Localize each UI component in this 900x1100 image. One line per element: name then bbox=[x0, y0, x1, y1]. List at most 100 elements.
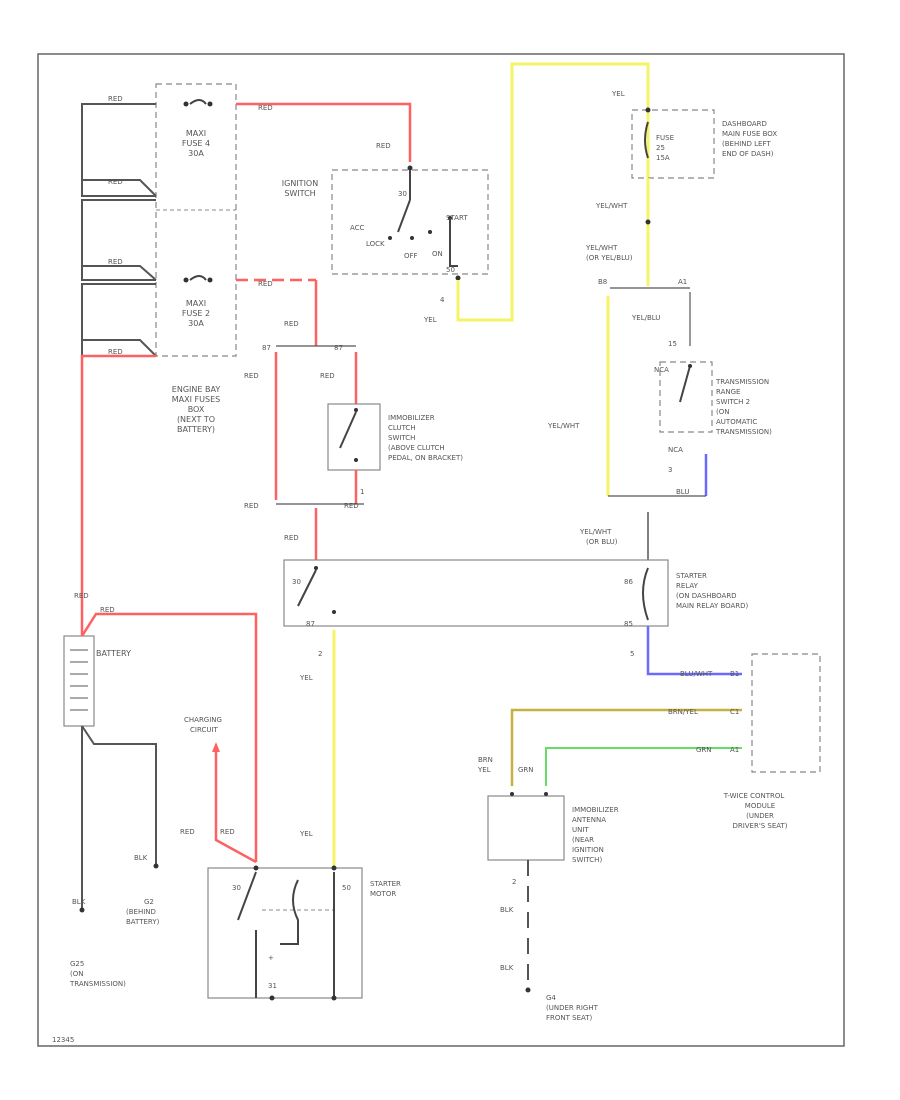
ignition-switch: IGNITION SWITCH 30 ACC LOCK OFF ON START… bbox=[282, 165, 489, 304]
svg-text:B8: B8 bbox=[598, 278, 607, 286]
svg-text:DRIVER'S SEAT): DRIVER'S SEAT) bbox=[732, 822, 787, 830]
tcm-box: T-WICE CONTROL MODULE (UNDER DRIVER'S SE… bbox=[723, 653, 821, 830]
svg-text:ACC: ACC bbox=[350, 224, 365, 232]
wire-blu-relay-tcm bbox=[646, 626, 742, 676]
svg-text:PEDAL, ON BRACKET): PEDAL, ON BRACKET) bbox=[388, 454, 463, 462]
svg-text:(UNDER RIGHT: (UNDER RIGHT bbox=[546, 1004, 599, 1012]
svg-text:(ON: (ON bbox=[70, 970, 83, 978]
transmission-range-switch: YEL/BLU 15 NCA TRANSMISSION RANGE SWITCH… bbox=[631, 292, 772, 474]
svg-text:30A: 30A bbox=[188, 149, 204, 158]
svg-text:MODULE: MODULE bbox=[745, 802, 775, 810]
svg-text:RED: RED bbox=[220, 828, 235, 836]
svg-text:DASHBOARD: DASHBOARD bbox=[722, 120, 767, 128]
footer-code: 12345 bbox=[52, 1036, 74, 1044]
svg-text:TRANSMISSION: TRANSMISSION bbox=[715, 378, 769, 386]
svg-text:SWITCH: SWITCH bbox=[284, 189, 315, 198]
starter-relay: 30 87 86 85 STARTER RELAY (ON DASHBOARD … bbox=[283, 559, 749, 628]
svg-text:IMMOBILIZER: IMMOBILIZER bbox=[572, 806, 619, 814]
wire-brn-antenna bbox=[510, 708, 742, 786]
svg-text:YEL/WHT: YEL/WHT bbox=[547, 422, 580, 430]
svg-text:+: + bbox=[268, 954, 274, 962]
svg-text:FUSE 4: FUSE 4 bbox=[182, 139, 210, 148]
svg-text:30A: 30A bbox=[188, 319, 204, 328]
svg-text:2: 2 bbox=[318, 650, 322, 658]
svg-text:UNIT: UNIT bbox=[572, 826, 589, 834]
svg-text:BRN/YEL: BRN/YEL bbox=[668, 708, 698, 716]
svg-text:30: 30 bbox=[232, 884, 241, 892]
svg-text:A1: A1 bbox=[730, 746, 739, 754]
svg-text:ON: ON bbox=[432, 250, 443, 258]
svg-text:SWITCH: SWITCH bbox=[388, 434, 415, 442]
svg-text:BATTERY): BATTERY) bbox=[177, 425, 215, 434]
svg-text:RED: RED bbox=[108, 348, 123, 356]
svg-text:BLK: BLK bbox=[500, 964, 514, 972]
svg-text:BATTERY: BATTERY bbox=[96, 649, 131, 658]
svg-text:3: 3 bbox=[668, 466, 672, 474]
svg-text:RED: RED bbox=[258, 104, 273, 112]
svg-text:IMMOBILIZER: IMMOBILIZER bbox=[388, 414, 435, 422]
svg-text:(OR BLU): (OR BLU) bbox=[586, 538, 618, 546]
svg-text:(UNDER: (UNDER bbox=[746, 812, 774, 820]
svg-text:15A: 15A bbox=[656, 154, 670, 162]
svg-text:BLU/WHT: BLU/WHT bbox=[680, 670, 713, 678]
svg-text:(OR YEL/BLU): (OR YEL/BLU) bbox=[586, 254, 633, 262]
immobilizer-antenna-unit: IMMOBILIZER ANTENNA UNIT (NEAR IGNITION … bbox=[487, 792, 619, 864]
svg-text:RED: RED bbox=[344, 502, 359, 510]
svg-text:(ABOVE CLUTCH: (ABOVE CLUTCH bbox=[388, 444, 445, 452]
svg-text:MAIN FUSE BOX: MAIN FUSE BOX bbox=[722, 130, 777, 138]
svg-text:MAXI: MAXI bbox=[186, 129, 206, 138]
wire-yel-ignition-fuse bbox=[456, 62, 650, 322]
svg-text:BRN: BRN bbox=[478, 756, 493, 764]
svg-text:87: 87 bbox=[306, 620, 315, 628]
svg-text:(ON DASHBOARD: (ON DASHBOARD bbox=[676, 592, 737, 600]
charging-circuit: CHARGING CIRCUIT RED RED bbox=[180, 716, 257, 864]
svg-text:BLK: BLK bbox=[72, 898, 86, 906]
svg-text:RED: RED bbox=[108, 258, 123, 266]
svg-text:BOX: BOX bbox=[188, 405, 205, 414]
svg-text:YEL: YEL bbox=[299, 830, 313, 838]
svg-text:GRN: GRN bbox=[696, 746, 712, 754]
svg-text:BLK: BLK bbox=[134, 854, 148, 862]
svg-text:YEL/BLU: YEL/BLU bbox=[631, 314, 660, 322]
svg-text:FUSE 2: FUSE 2 bbox=[182, 309, 210, 318]
svg-text:RED: RED bbox=[180, 828, 195, 836]
svg-text:CHARGING: CHARGING bbox=[184, 716, 222, 724]
wire-red-fuse4-ignition bbox=[236, 102, 412, 162]
svg-text:30: 30 bbox=[292, 578, 301, 586]
svg-text:YEL: YEL bbox=[477, 766, 491, 774]
svg-text:RED: RED bbox=[108, 95, 123, 103]
svg-text:86: 86 bbox=[624, 578, 633, 586]
svg-text:ENGINE BAY: ENGINE BAY bbox=[172, 385, 221, 394]
svg-text:NCA: NCA bbox=[654, 366, 669, 374]
svg-text:SWITCH 2: SWITCH 2 bbox=[716, 398, 750, 406]
svg-text:RED: RED bbox=[244, 372, 259, 380]
svg-text:IGNITION: IGNITION bbox=[572, 846, 604, 854]
svg-text:RED: RED bbox=[108, 178, 123, 186]
svg-text:(ON: (ON bbox=[716, 408, 729, 416]
svg-text:YEL: YEL bbox=[299, 674, 313, 682]
svg-text:MOTOR: MOTOR bbox=[370, 890, 396, 898]
svg-text:RED: RED bbox=[376, 142, 391, 150]
svg-text:T-WICE CONTROL: T-WICE CONTROL bbox=[723, 792, 785, 800]
svg-text:(BEHIND LEFT: (BEHIND LEFT bbox=[722, 140, 771, 148]
engine-bay-fuse-box: MAXI FUSE 4 30A MAXI FUSE 2 30A ENGINE B… bbox=[155, 83, 237, 434]
svg-text:MAXI: MAXI bbox=[186, 299, 206, 308]
svg-text:YEL/WHT: YEL/WHT bbox=[579, 528, 612, 536]
svg-text:LOCK: LOCK bbox=[366, 240, 385, 248]
svg-text:B1: B1 bbox=[730, 670, 739, 678]
svg-text:G4: G4 bbox=[546, 994, 556, 1002]
svg-text:SWITCH): SWITCH) bbox=[572, 856, 602, 864]
svg-text:4: 4 bbox=[440, 296, 445, 304]
svg-text:(NEXT TO: (NEXT TO bbox=[177, 415, 215, 424]
svg-text:RANGE: RANGE bbox=[716, 388, 740, 396]
svg-text:G25: G25 bbox=[70, 960, 84, 968]
svg-text:START: START bbox=[446, 214, 468, 222]
svg-text:A1: A1 bbox=[678, 278, 687, 286]
svg-text:RED: RED bbox=[100, 606, 115, 614]
svg-text:G2: G2 bbox=[144, 898, 154, 906]
svg-text:STARTER: STARTER bbox=[370, 880, 401, 888]
svg-text:YEL: YEL bbox=[611, 90, 625, 98]
starter-motor: 30 50 + 31 STARTER MOTOR bbox=[207, 865, 401, 1001]
svg-text:RED: RED bbox=[244, 502, 259, 510]
